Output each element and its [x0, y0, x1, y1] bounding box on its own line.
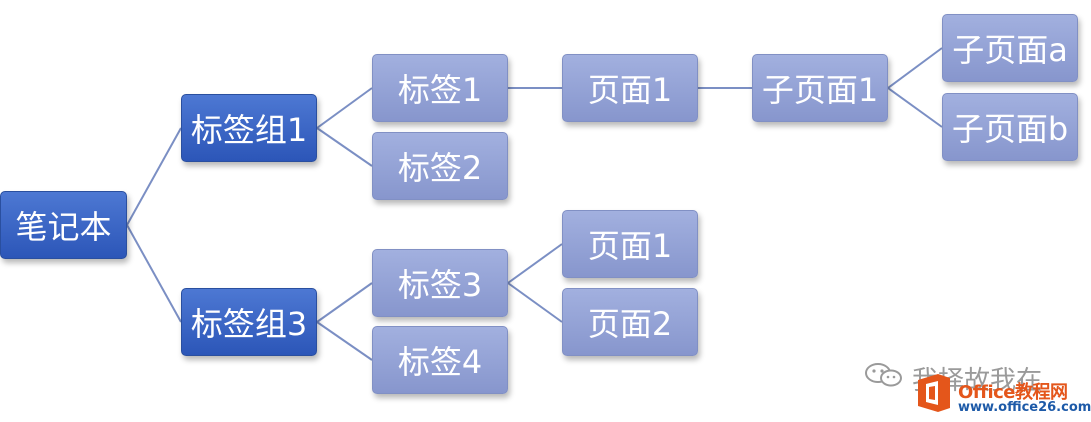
watermark-brand: Office教程网 [958, 382, 1068, 403]
connector-group1-tag1 [316, 87, 373, 129]
connector-subpage1-subpagea [887, 47, 943, 89]
node-tag4: 标签4 [372, 326, 508, 394]
node-root: 笔记本 [0, 191, 127, 259]
node-page2-bottom: 页面2 [562, 288, 698, 356]
connector-subpage1-subpageb [887, 87, 943, 128]
connector-group3-tag4 [316, 321, 373, 361]
node-tag3: 标签3 [372, 249, 508, 317]
node-page1-bottom: 页面1 [562, 210, 698, 278]
node-group1: 标签组1 [181, 94, 317, 162]
wechat-icon [865, 363, 902, 387]
node-subpage-b: 子页面b [942, 93, 1078, 161]
node-tag2: 标签2 [372, 132, 508, 200]
node-subpage1: 子页面1 [752, 54, 888, 122]
node-group3: 标签组3 [181, 288, 317, 356]
node-page1-top: 页面1 [562, 54, 698, 122]
connector-root-group1 [126, 127, 182, 226]
office-logo-icon [918, 374, 950, 412]
node-subpage-a: 子页面a [942, 14, 1078, 82]
connector-tag3-page1 [507, 243, 563, 284]
node-tag1: 标签1 [372, 54, 508, 122]
connector-group1-tag2 [316, 127, 373, 167]
connector-group3-tag3 [316, 282, 373, 323]
connector-root-group3 [126, 224, 182, 323]
watermark-url: www.office26.com [958, 400, 1091, 415]
connector-tag3-page2 [507, 282, 563, 323]
